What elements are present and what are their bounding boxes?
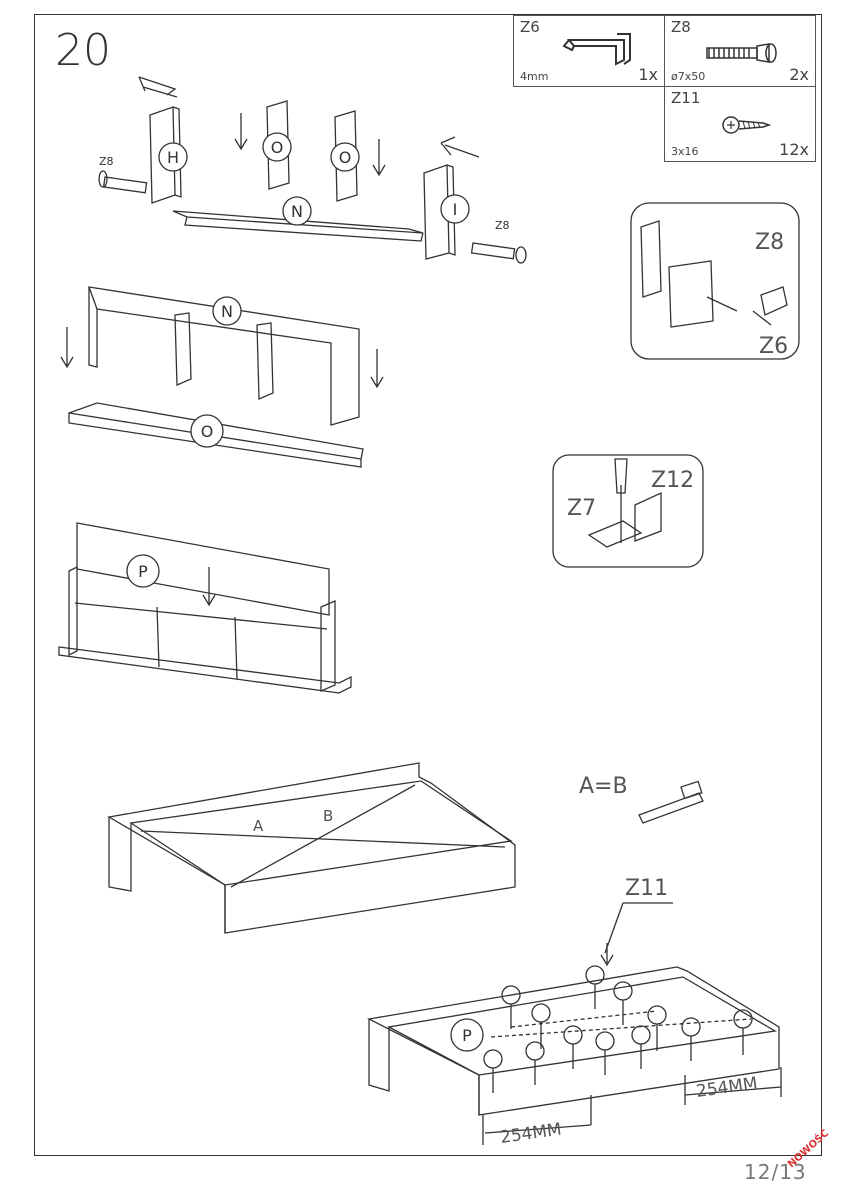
panel-p-marker bbox=[450, 1018, 484, 1052]
spacing-label-1: 254MM bbox=[499, 1120, 563, 1148]
stage-4-square-check-view bbox=[107, 762, 704, 934]
arrow-icon bbox=[440, 136, 480, 158]
part-code: Z6 bbox=[520, 18, 540, 36]
panel-p-label: P bbox=[138, 562, 148, 581]
stage-1-exploded-view bbox=[98, 76, 527, 264]
panel-h-label: H bbox=[167, 148, 179, 167]
dowel-screw-icon bbox=[706, 43, 777, 63]
part-qty: 2x bbox=[789, 65, 809, 84]
a-equals-b-label: A=B bbox=[579, 774, 628, 799]
panel-o-marker bbox=[262, 132, 292, 162]
diagonal-b-label: B bbox=[323, 807, 333, 825]
flat-head-screw-icon bbox=[722, 116, 772, 134]
panel-n-label: N bbox=[291, 202, 303, 221]
stage-5-screwing-view bbox=[366, 902, 782, 1145]
z11-label: Z11 bbox=[625, 876, 668, 901]
panel-h-marker bbox=[158, 142, 188, 172]
panel-i-marker bbox=[440, 194, 470, 224]
part-size: 4mm bbox=[520, 70, 549, 83]
panel-o-marker bbox=[190, 414, 224, 448]
diagonal-b bbox=[230, 784, 416, 888]
arrow-icon bbox=[138, 76, 177, 96]
dimension-line bbox=[684, 1067, 782, 1105]
dimension-line bbox=[482, 1095, 592, 1145]
stage-2-frame-view bbox=[60, 286, 384, 468]
part-code: Z8 bbox=[671, 18, 691, 36]
arrow-icon bbox=[202, 567, 216, 607]
part-size: 3x16 bbox=[671, 145, 699, 158]
z8-label: Z8 bbox=[99, 155, 114, 168]
panel-o-marker bbox=[330, 142, 360, 172]
spacing-label-2: 254MM bbox=[695, 1074, 759, 1102]
z8-label: Z8 bbox=[495, 219, 510, 232]
arrow-icon bbox=[372, 139, 386, 177]
arrow-icon bbox=[60, 327, 74, 369]
panel-i-label: I bbox=[453, 200, 458, 219]
panel-n-marker bbox=[212, 296, 242, 326]
panel-o-label: O bbox=[271, 138, 284, 157]
panel-o-label: O bbox=[201, 422, 214, 441]
stage-3-back-panel-view bbox=[58, 522, 352, 694]
allen-key-icon bbox=[562, 33, 631, 66]
diagonal-a-label: A bbox=[253, 817, 264, 835]
arrow-icon bbox=[234, 113, 248, 151]
z6-detail-label: Z6 bbox=[759, 334, 788, 359]
assembly-drawing: H O O N I N O P P Z8 Z8 Z8 Z6 Z12 Z7 Z11… bbox=[58, 76, 800, 1148]
part-cell-z11: Z11 3x16 12x bbox=[664, 86, 816, 162]
z8-detail-label: Z8 bbox=[755, 230, 784, 255]
page-number: 12/13 bbox=[744, 1160, 807, 1184]
part-qty: 12x bbox=[779, 140, 809, 159]
panel-n-marker bbox=[282, 196, 312, 226]
z7-detail-label: Z7 bbox=[567, 496, 596, 521]
tape-measure-icon bbox=[638, 792, 704, 824]
detail-dowel-insert bbox=[630, 202, 800, 360]
part-size: ø7x50 bbox=[671, 70, 706, 83]
diagonal-a bbox=[140, 830, 506, 848]
arrow-icon bbox=[370, 349, 384, 389]
detail-screwdriver bbox=[552, 454, 704, 568]
panel-o-label: O bbox=[339, 148, 352, 167]
step-number: 20 bbox=[55, 25, 111, 76]
panel-p-label: P bbox=[462, 1026, 472, 1045]
panel-p-marker bbox=[126, 554, 160, 588]
panel-n-label: N bbox=[221, 302, 233, 321]
z12-detail-label: Z12 bbox=[651, 468, 694, 493]
part-cell-z6: Z6 4mm 1x bbox=[513, 15, 665, 87]
part-code: Z11 bbox=[671, 89, 701, 107]
part-cell-z8: Z8 ø7x50 2x bbox=[664, 15, 816, 87]
part-qty: 1x bbox=[638, 65, 658, 84]
screw-group bbox=[483, 965, 753, 1093]
page-frame: 20 Z6 4mm 1x Z8 ø7x50 2x Z11 bbox=[34, 14, 822, 1156]
